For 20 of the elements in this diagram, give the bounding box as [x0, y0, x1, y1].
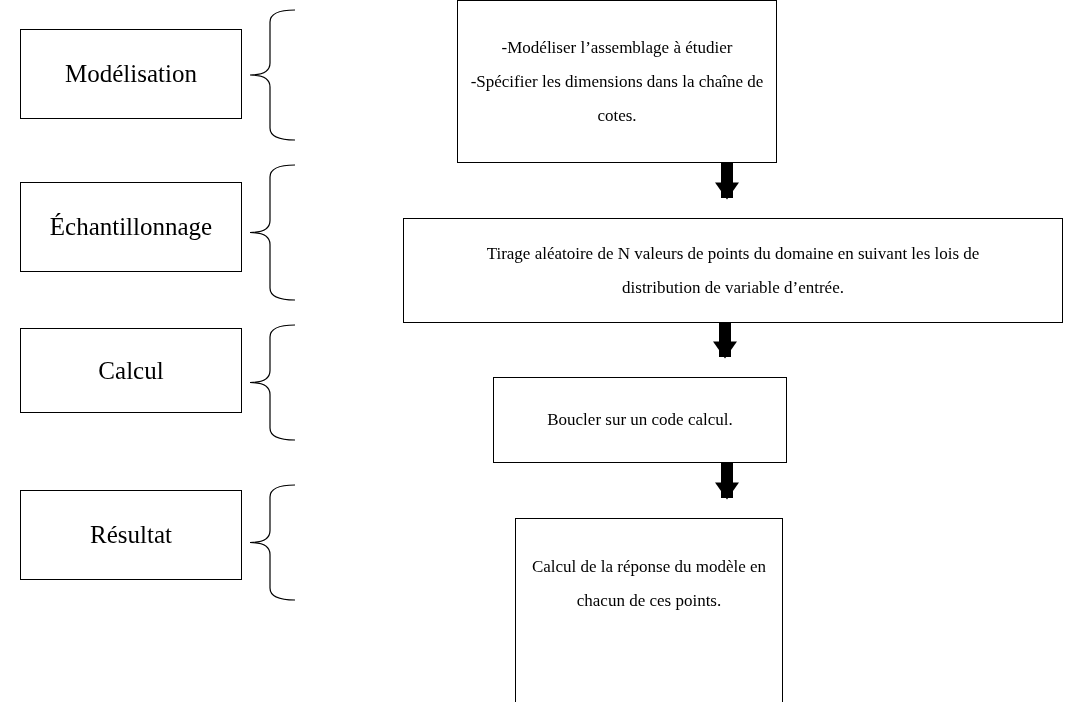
stage-label: Calcul: [98, 356, 164, 385]
process-box: [493, 377, 787, 463]
step-text: -Spécifier les dimensions dans la chaîne de cotes.: [470, 70, 764, 127]
arrow: [715, 163, 739, 200]
process-box: [457, 0, 777, 163]
stage-box: [20, 29, 242, 119]
step-text: Tirage aléatoire de N valeurs de points du domaine en suivant les lois de distribution de variable d’entrée.: [485, 242, 981, 299]
process-box: [515, 518, 783, 702]
stage-box: [20, 182, 242, 272]
stage-label: Résultat: [90, 521, 172, 549]
process-box: [403, 218, 1063, 323]
stage-box: [20, 328, 242, 413]
step-text: -Modéliser l’assemblage à étudier: [501, 36, 733, 59]
step-text: Boucler sur un code calcul.: [547, 409, 733, 431]
step-text: Calcul de la réponse du modèle en chacun de ces points.: [530, 555, 768, 612]
stage-label: Échantillonnage: [49, 213, 213, 241]
arrow: [715, 463, 739, 500]
stage-box: [20, 490, 242, 580]
stage-label: Modélisation: [65, 60, 197, 88]
arrow: [713, 323, 737, 359]
